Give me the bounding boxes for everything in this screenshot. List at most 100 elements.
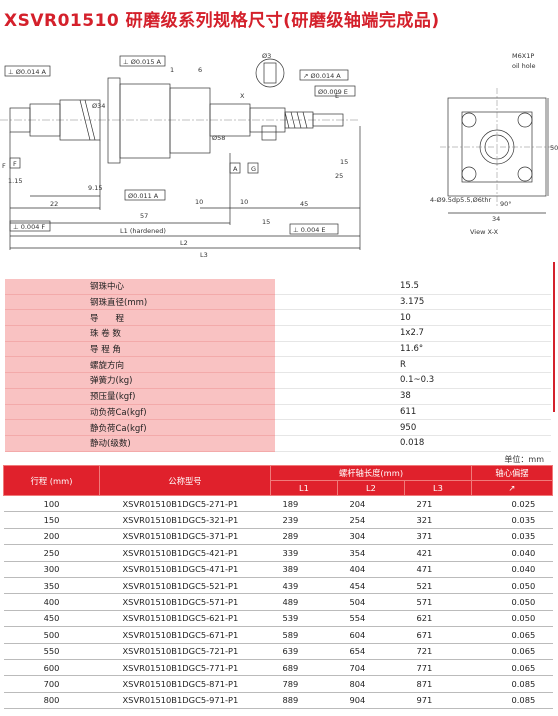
cell-runout: 0.035	[471, 511, 553, 529]
cell-runout: 0.035	[471, 528, 553, 546]
spec-key: 珠 卷 数	[5, 325, 275, 342]
cell-model: XSVR01510B1DGC5-971-P1	[99, 692, 271, 710]
cell-l3: 971	[404, 692, 472, 710]
col-stroke: 行程 (mm)	[3, 465, 100, 496]
spec-row: 预压量(kgf)38	[5, 388, 551, 405]
dim-6: 6	[198, 66, 202, 74]
label-a: A	[233, 165, 238, 173]
cell-l1: 389	[270, 561, 338, 578]
dim-10b: 10	[240, 198, 248, 206]
cell-model: XSVR01510B1DGC5-471-P1	[99, 561, 271, 578]
spec-value: 0.1~0.3	[275, 372, 551, 389]
cell-model: XSVR01510B1DGC5-721-P1	[99, 643, 271, 660]
gtol-2: ⊥ Ø0.015 A	[123, 58, 162, 66]
cell-stroke: 600	[3, 659, 100, 677]
cell-l1: 439	[270, 577, 338, 595]
cell-l2: 704	[337, 659, 405, 677]
cell-model: XSVR01510B1DGC5-421-P1	[99, 544, 271, 562]
datum-f: F	[2, 162, 6, 170]
dim-l3: L3	[200, 251, 208, 259]
unit-label: 单位：mm	[504, 455, 544, 464]
dim-1: 1	[170, 66, 174, 74]
cell-l1: 889	[270, 692, 338, 710]
dim-34: 34	[492, 215, 500, 223]
cell-l1: 489	[270, 593, 338, 611]
gtol-5: Ø0.011 A	[128, 192, 159, 200]
col-model: 公称型号	[99, 465, 271, 496]
cell-l3: 621	[404, 610, 472, 628]
cell-stroke: 500	[3, 626, 100, 644]
cell-runout: 0.040	[471, 561, 553, 578]
cell-l3: 471	[404, 561, 472, 578]
cell-runout: 0.085	[471, 692, 553, 710]
spec-key: 钢珠中心	[5, 279, 275, 295]
cell-stroke: 400	[3, 593, 100, 611]
spec-value: 10	[275, 309, 551, 327]
spec-key: 钢珠直径(mm)	[5, 294, 275, 311]
cell-runout: 0.085	[471, 675, 553, 693]
spec-key: 静动(级数)	[5, 435, 275, 452]
label-f: F	[13, 160, 17, 168]
spec-key: 螺旋方向	[5, 356, 275, 374]
spec-value: 950	[275, 419, 551, 436]
dim-phi58: Ø58	[212, 134, 225, 142]
spec-key: 导 程 角	[5, 341, 275, 358]
dim-50: 50	[550, 144, 558, 152]
cell-l3: 671	[404, 626, 472, 644]
dim-90: 90°	[500, 200, 512, 208]
cell-model: XSVR01510B1DGC5-671-P1	[99, 626, 271, 644]
cell-runout: 0.040	[471, 544, 553, 562]
cell-runout: 0.065	[471, 659, 553, 677]
cell-model: XSVR01510B1DGC5-371-P1	[99, 528, 271, 546]
cell-stroke: 150	[3, 511, 100, 529]
spec-key: 弹簧力(kg)	[5, 372, 275, 389]
spec-row: 钢珠直径(mm)3.175	[5, 294, 551, 311]
cell-l2: 254	[337, 511, 405, 529]
cell-l1: 539	[270, 610, 338, 628]
gtol-7: ⊥ 0.004 E	[293, 226, 326, 234]
label-e: E	[335, 92, 339, 100]
cell-model: XSVR01510B1DGC5-571-P1	[99, 593, 271, 611]
cell-l3: 271	[404, 495, 472, 513]
cell-model: XSVR01510B1DGC5-771-P1	[99, 659, 271, 677]
cell-stroke: 100	[3, 495, 100, 513]
dim-115: 1.15	[8, 177, 22, 185]
cell-l2: 804	[337, 675, 405, 693]
dim-22: 22	[50, 200, 58, 208]
cell-l3: 371	[404, 528, 472, 546]
dim-10a: 10	[195, 198, 203, 206]
cell-l2: 504	[337, 593, 405, 611]
section-accent-bar	[553, 262, 555, 412]
spec-value: 611	[275, 404, 551, 421]
cell-l2: 554	[337, 610, 405, 628]
label-x: X	[240, 92, 245, 100]
cell-l3: 721	[404, 643, 472, 660]
cell-l3: 321	[404, 511, 472, 529]
cell-l2: 304	[337, 528, 405, 546]
dim-45: 45	[300, 200, 308, 208]
cell-model: XSVR01510B1DGC5-621-P1	[99, 610, 271, 628]
spec-value: 3.175	[275, 294, 551, 311]
cell-runout: 0.065	[471, 643, 553, 660]
cell-stroke: 300	[3, 561, 100, 578]
cell-stroke: 250	[3, 544, 100, 562]
dim-phi3: Ø3	[262, 52, 271, 60]
dim-l1: L1 (hardened)	[120, 227, 166, 235]
cell-runout: 0.025	[471, 495, 553, 513]
cell-l3: 771	[404, 659, 472, 677]
cell-l1: 639	[270, 643, 338, 660]
cell-l2: 654	[337, 643, 405, 660]
col-l3: L3	[404, 480, 472, 496]
cell-model: XSVR01510B1DGC5-321-P1	[99, 511, 271, 529]
cell-model: XSVR01510B1DGC5-271-P1	[99, 495, 271, 513]
